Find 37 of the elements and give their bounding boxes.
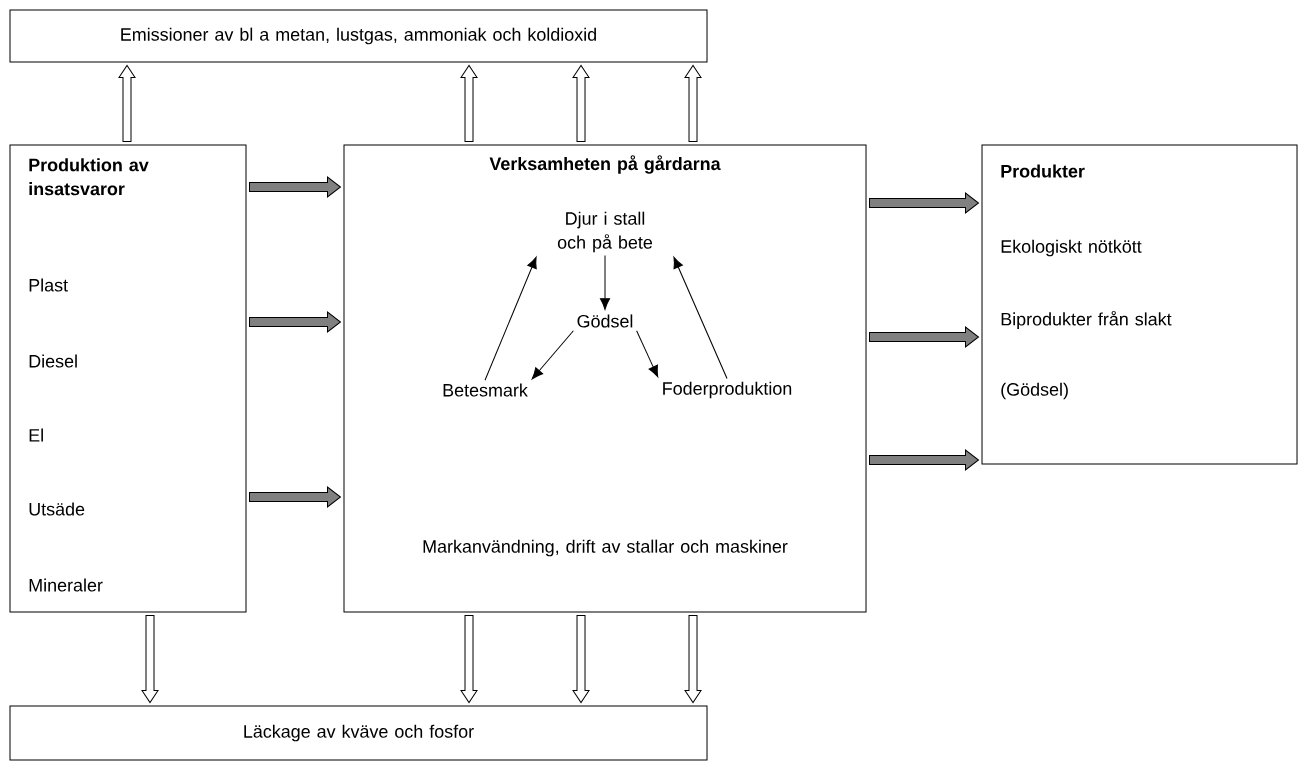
list-item: Ekologiskt nötkött [1001,239,1142,257]
arrow [673,256,728,379]
node-label: Foderproduktion [663,381,792,399]
body-text: Emissioner av bl a metan, lustgas, ammoniak och koldioxid [121,27,596,45]
list-item: Diesel [29,354,77,368]
block-arrow [249,311,341,333]
hollow-arrow [141,615,159,703]
hollow-arrow [572,615,590,703]
hollow-arrow [460,615,478,703]
body-text: Markanvändning, drift av stallar och maskiner [423,539,788,557]
hollow-arrow [460,65,478,142]
hollow-arrow [572,65,590,142]
list-item: El [29,428,43,442]
hollow-arrow [118,65,136,142]
node-label: Gödsel [577,314,633,328]
box-heading: Produktion av insatsvaror [29,158,149,196]
list-item: Mineraler [29,578,103,592]
block-arrow [249,486,341,508]
block-arrow [869,192,979,214]
arrow [484,256,537,381]
hollow-arrow [684,615,702,703]
list-item: (Gödsel) [1001,382,1068,400]
box-heading: Verksamheten på gårdarna [489,155,721,174]
arrow [599,255,611,310]
arrow [531,330,574,380]
node-label: Djur i stall och på bete [557,211,653,253]
list-item: Biprodukter från slakt [1001,310,1172,330]
block-arrow [249,176,341,198]
list-item: Utsäde [29,502,85,516]
list-item: Plast [29,278,68,292]
block-arrow [869,449,979,471]
box-heading: Produkter [1001,164,1085,178]
arrow [636,330,659,378]
node-label: Betesmark [443,383,528,397]
hollow-arrow [684,65,702,142]
body-text: Läckage av kväve och fosfor [244,724,474,742]
block-arrow [869,326,979,348]
